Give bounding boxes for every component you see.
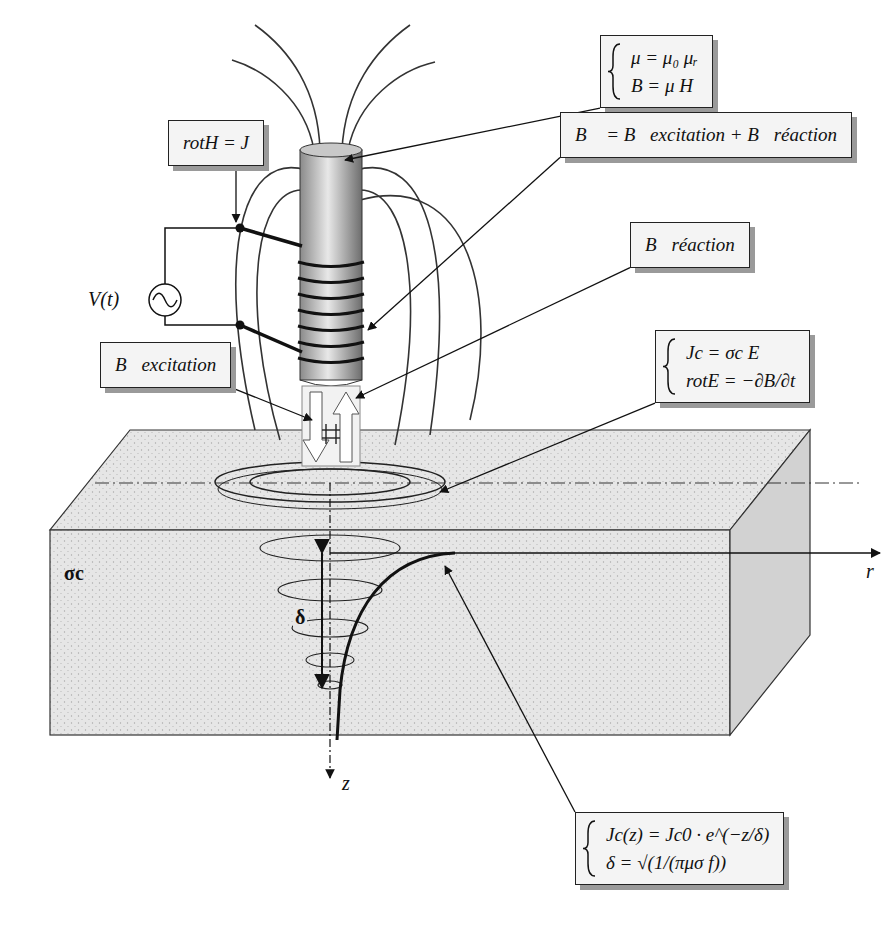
formula-text: B⃗réaction	[645, 231, 735, 259]
formula-box: B⃗ = B⃗excitation + B⃗réaction	[560, 112, 852, 158]
formula-text: B⃗ = B⃗excitation + B⃗réaction	[575, 121, 837, 149]
conductivity-symbol: σc	[62, 562, 86, 585]
leader-line	[368, 158, 560, 330]
formula-box: rotH = J	[168, 120, 264, 166]
depth-arrow	[321, 553, 323, 688]
axis-name: z	[340, 772, 352, 795]
axis-name: r	[864, 560, 876, 583]
formula-text: Jc = σc E	[686, 339, 795, 367]
leader-line	[445, 566, 575, 812]
signal-name: V(t)	[86, 288, 121, 311]
formula-text: rotE = −∂B/∂t	[686, 367, 795, 395]
eddy-loop	[250, 469, 410, 495]
block-top	[50, 430, 810, 530]
leader-line	[235, 166, 236, 222]
reaction-arrow	[333, 392, 359, 462]
ferrite-core	[300, 380, 362, 386]
leader-line	[440, 403, 655, 492]
r-axis	[330, 552, 880, 553]
formula-text: B = μ H	[631, 72, 698, 100]
formula-text: μ = μ₀ μᵣ	[631, 44, 698, 72]
ac-source	[153, 293, 177, 307]
ac-source	[149, 284, 181, 316]
terminal	[236, 321, 245, 330]
formula-text: rotH = J	[183, 129, 249, 157]
formula-box: Jc(z) = Jc0 · e^(−z/δ)δ = √(1/(πμσ f))	[575, 812, 784, 885]
formula-box: B⃗excitation	[100, 342, 231, 388]
formula-text: Jc(z) = Jc0 · e^(−z/δ)	[606, 821, 769, 849]
z-axis	[329, 483, 330, 778]
field-lines	[232, 25, 481, 445]
depth-symbol: δ	[293, 606, 307, 629]
terminal	[236, 224, 245, 233]
brace	[607, 42, 623, 101]
ferrite-core	[300, 143, 362, 157]
formula-box: Jc = σc ErotE = −∂B/∂t	[655, 330, 810, 403]
decay-curve	[337, 553, 455, 740]
formula-text: B⃗excitation	[115, 351, 216, 379]
coil-winding	[298, 262, 364, 363]
brace	[662, 337, 678, 396]
probe-tip	[302, 386, 360, 466]
leader-line	[231, 388, 312, 420]
wire	[165, 228, 302, 352]
formula-box: μ = μ₀ μᵣB = μ H	[600, 35, 713, 108]
leader-line	[356, 268, 630, 398]
formula-text: δ = √(1/(πμσ f))	[606, 849, 769, 877]
block-front	[50, 530, 730, 735]
block-side	[730, 430, 810, 735]
formula-box: B⃗réaction	[630, 222, 750, 268]
excitation-arrow	[303, 392, 329, 462]
small-symbol	[322, 424, 340, 444]
brace	[582, 819, 598, 878]
center-line	[95, 483, 860, 484]
